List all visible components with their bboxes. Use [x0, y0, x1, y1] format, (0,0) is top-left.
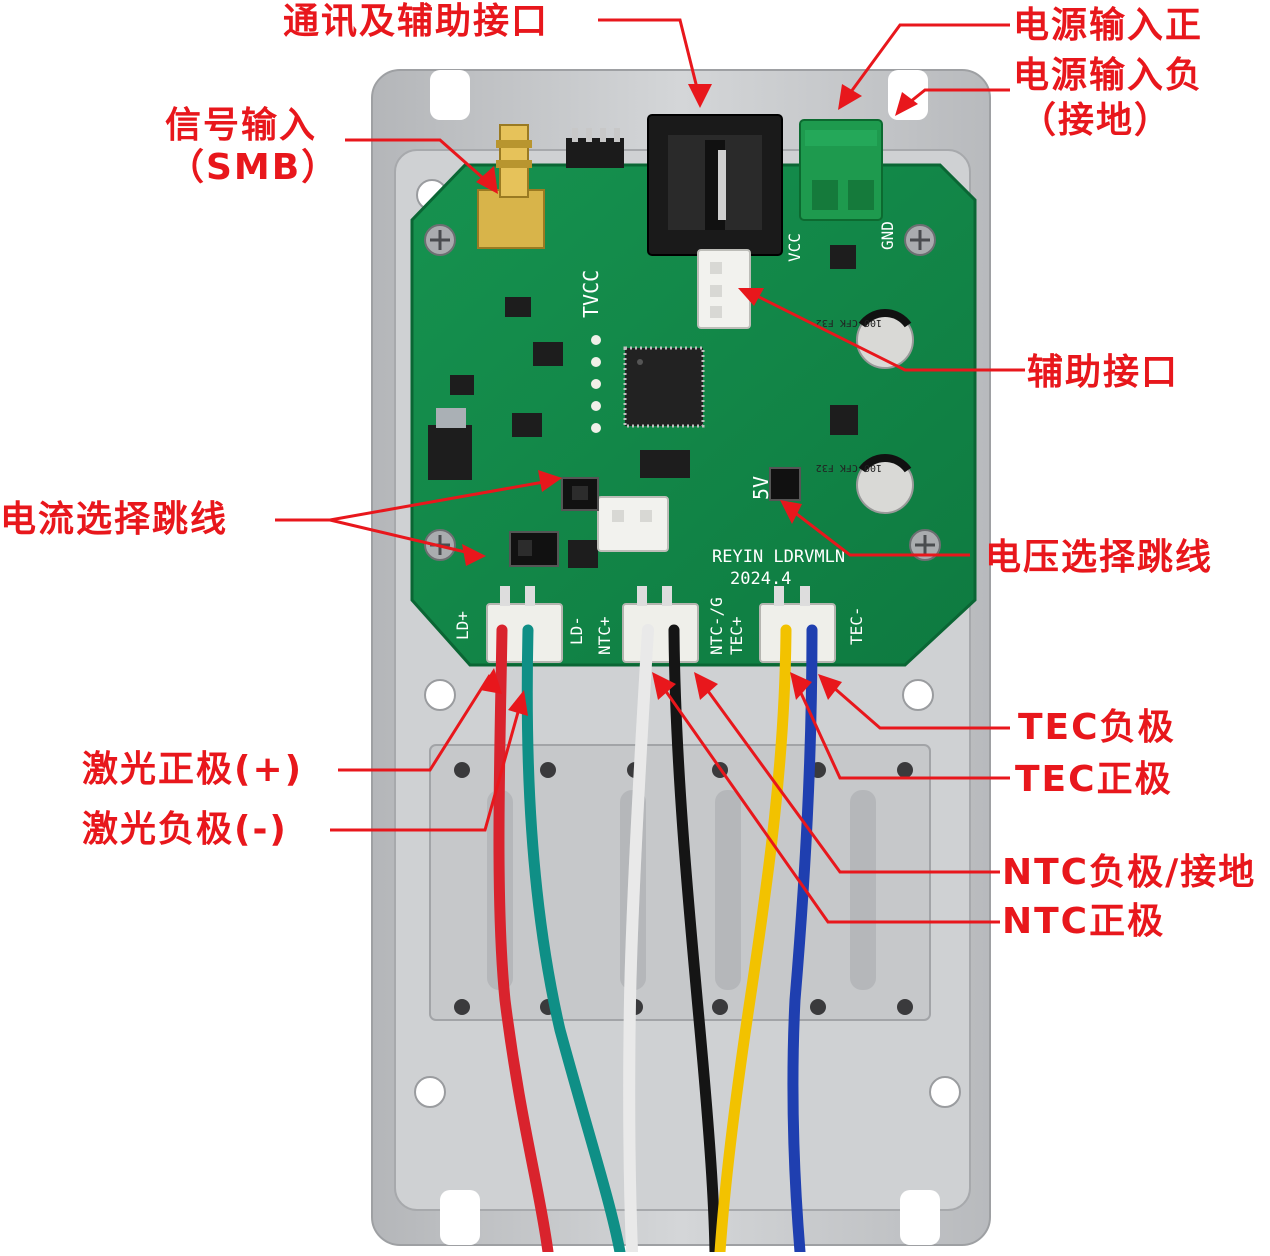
label-signal-input-sub: （SMB） — [168, 147, 340, 188]
label-ntc-negative-ground: NTC负极/接地 — [1002, 852, 1257, 893]
wire-black — [668, 624, 721, 1256]
silk-ld-minus: LD- — [567, 616, 586, 645]
silkscreen: REYIN LDRVMLN 2024.4 LD+ LD- NTC+ NTC-/G… — [453, 221, 897, 655]
middle-connector — [597, 496, 669, 552]
silk-tec-plus: TEC+ — [727, 616, 746, 655]
label-power-input-positive: 电源输入正 — [1013, 5, 1204, 46]
label-laser-positive: 激光正极(+) — [82, 749, 304, 790]
label-signal-input: 信号输入 — [165, 105, 318, 146]
power-terminal — [799, 119, 883, 221]
wire-white — [623, 624, 654, 1256]
label-tec-negative: TEC负极 — [1018, 707, 1176, 748]
label-tec-positive: TEC正极 — [1015, 759, 1173, 800]
silk-cap2: 100 CFK F32 — [816, 462, 882, 473]
label-power-input-negative: 电源输入负 — [1013, 55, 1204, 96]
aux-connector — [697, 249, 751, 329]
label-aux-port: 辅助接口 — [1027, 352, 1180, 393]
label-laser-negative: 激光负极(-) — [82, 809, 288, 850]
label-current-select-jumper: 电流选择跳线 — [0, 499, 229, 540]
label-comm-aux-port: 通讯及辅助接口 — [283, 1, 550, 42]
silk-tec-minus: TEC- — [847, 606, 866, 645]
silk-brand: REYIN LDRVMLN — [712, 547, 845, 567]
silk-5v: 5V — [749, 476, 773, 500]
wire-red — [493, 624, 554, 1256]
jumper-blocks — [509, 467, 801, 567]
silk-ntc-plus: NTC+ — [595, 616, 614, 655]
test-pads — [591, 335, 601, 433]
wire-blue — [787, 624, 818, 1256]
silk-vcc: VCC — [785, 233, 804, 262]
pcb-board: REYIN LDRVMLN 2024.4 LD+ LD- NTC+ NTC-/G… — [410, 114, 977, 667]
silk-ld-plus: LD+ — [453, 611, 472, 640]
ic-components — [428, 245, 858, 568]
arrowheads — [462, 84, 918, 716]
silk-ntc-minus: NTC-/G — [707, 597, 726, 655]
silk-tvcc: TVCC — [579, 270, 603, 318]
smb-connector — [477, 124, 545, 249]
label-ntc-positive: NTC正极 — [1002, 901, 1166, 942]
wires — [493, 624, 818, 1256]
label-power-input-negative-sub: （接地） — [1020, 100, 1173, 141]
mcu-chip — [623, 346, 705, 428]
comm-connector — [647, 114, 783, 256]
wire-teal — [521, 624, 626, 1256]
regulator-tab — [436, 408, 466, 428]
wire-yellow — [714, 624, 792, 1256]
silk-cap1: 100 CFK F32 — [816, 317, 882, 328]
electrolytic-caps — [856, 309, 914, 514]
silk-gnd: GND — [878, 221, 897, 250]
leader-lines — [275, 18, 1025, 924]
silk-date: 2024.4 — [730, 569, 791, 589]
pin-header — [566, 128, 624, 168]
label-voltage-select-jumper: 电压选择跳线 — [985, 537, 1214, 578]
